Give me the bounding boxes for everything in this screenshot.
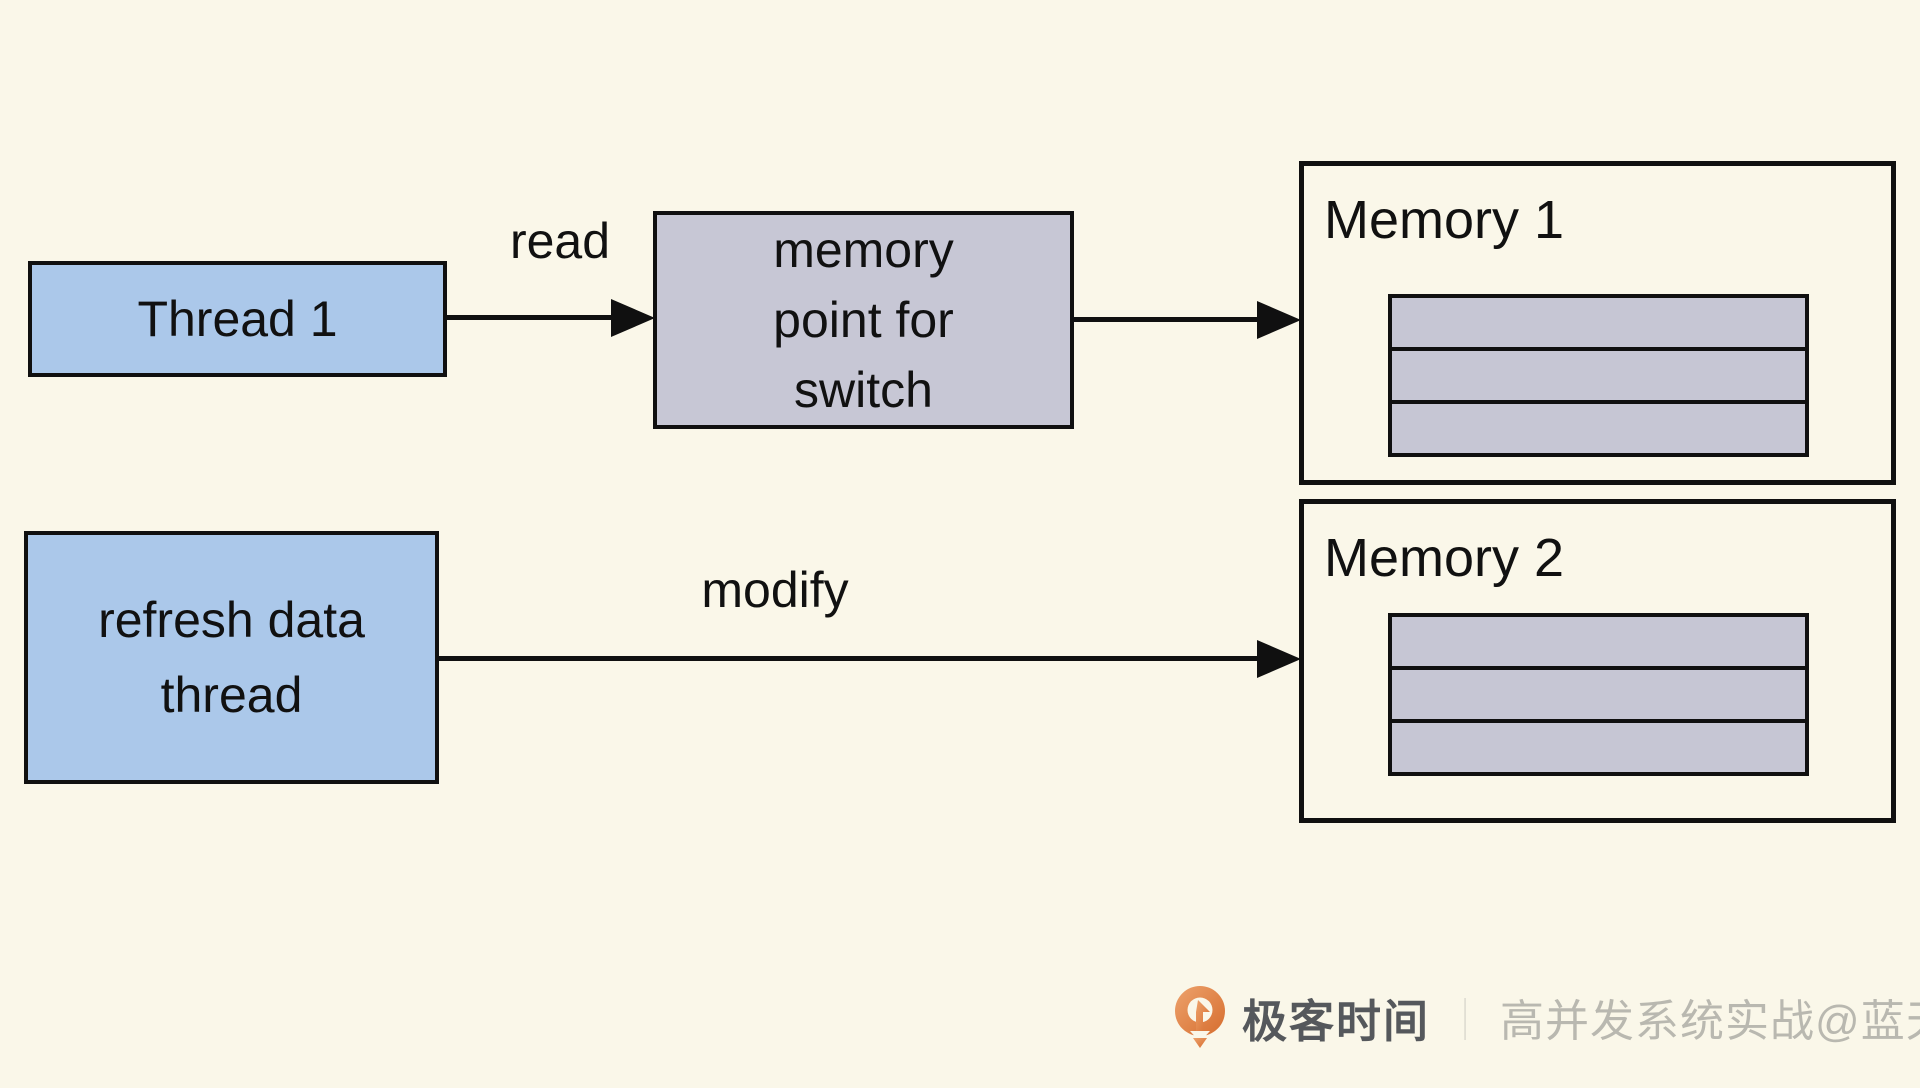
memory-row [1392, 617, 1805, 666]
footer-caption: 高并发系统实战@蓝天 [1500, 997, 1920, 1046]
node-memory2: Memory 2 [1299, 499, 1896, 823]
node-refresh-data-thread: refresh data thread [24, 531, 439, 784]
footer-divider: ｜ [1453, 996, 1477, 1044]
memory-row [1392, 400, 1805, 453]
arrowhead-right-icon [611, 299, 655, 337]
arrowhead-right-icon [1257, 301, 1301, 339]
node-thread1-label: Thread 1 [137, 291, 338, 347]
arrow-read [447, 299, 655, 337]
memory2-row-stack [1388, 613, 1809, 776]
memory-row [1392, 719, 1805, 772]
arrowhead-right-icon [1257, 640, 1301, 678]
memory2-title: Memory 2 [1324, 528, 1565, 588]
arrow-switch-to-memory1 [1074, 301, 1301, 339]
node-thread1: Thread 1 [28, 261, 447, 377]
memory-row [1392, 347, 1805, 400]
switch-label-line2: point for [773, 292, 954, 348]
switch-label-line1: memory [773, 222, 954, 278]
arrow-line [1074, 317, 1261, 322]
footer-watermark: 极客时间 ｜ 高并发系统实战@蓝天 [1172, 984, 1920, 1050]
geektime-logo-icon [1175, 986, 1225, 1048]
memory-row [1392, 298, 1805, 347]
node-memory1: Memory 1 [1299, 161, 1896, 485]
arrow-line [439, 656, 1261, 661]
switch-label-line3: switch [794, 362, 933, 418]
arrow-modify [439, 640, 1301, 678]
memory1-title: Memory 1 [1324, 190, 1565, 250]
refresh-label-line2: thread [160, 666, 303, 723]
memory-row [1392, 666, 1805, 719]
edge-label-modify: modify [701, 562, 849, 618]
memory1-row-stack [1388, 294, 1809, 457]
arrow-line [447, 315, 615, 320]
edge-label-read: read [509, 213, 611, 269]
footer-brand: 极客时间 [1242, 995, 1431, 1047]
node-memory-point-for-switch: memory point for switch [653, 211, 1074, 429]
refresh-label-line1: refresh data [98, 591, 365, 648]
